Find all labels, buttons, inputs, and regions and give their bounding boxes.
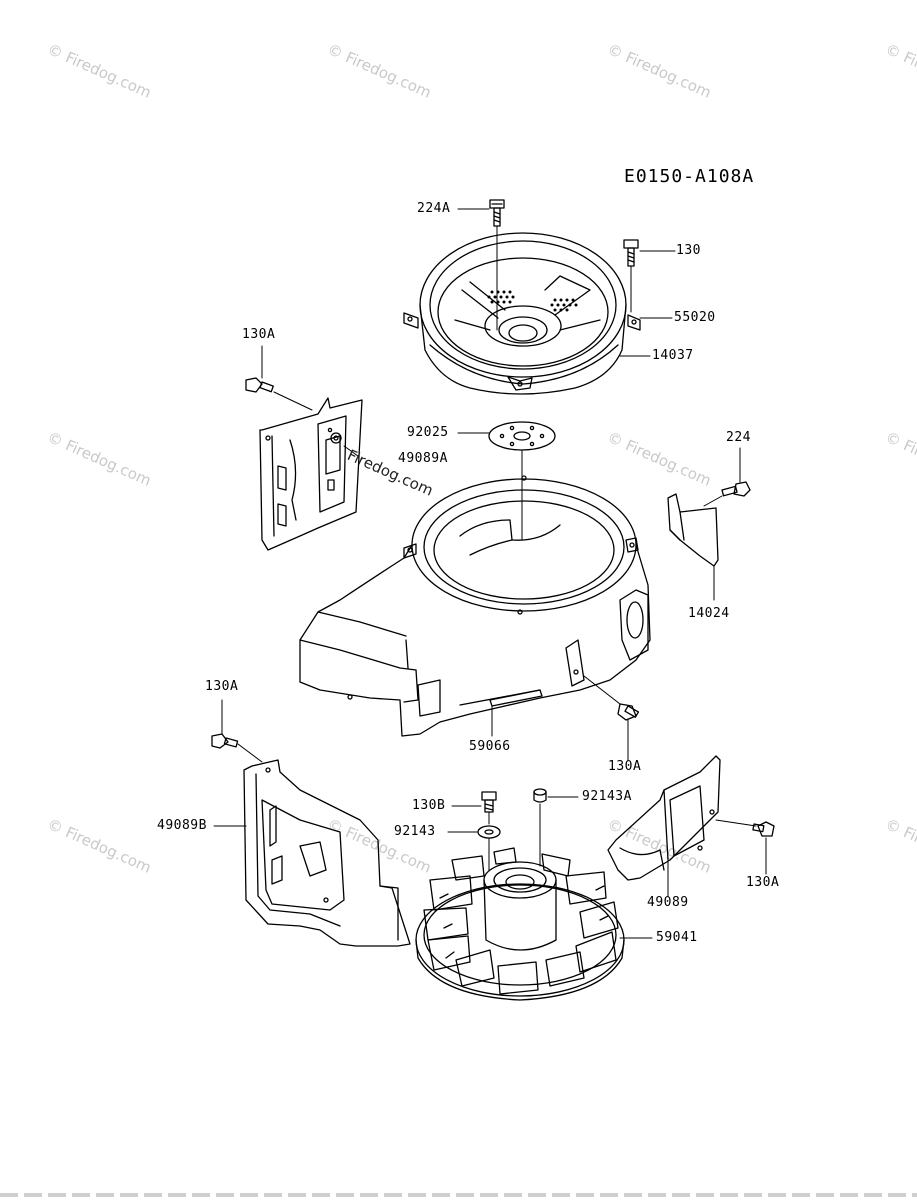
part-label-92143A: 92143A [582, 789, 632, 804]
part-label-92025: 92025 [407, 425, 449, 440]
diagram-code: E0150-A108A [624, 166, 755, 187]
part-92143-washer [477, 825, 501, 839]
part-92143A-nut [533, 788, 547, 803]
part-label-14024: 14024 [688, 606, 730, 621]
part-130-bolt [623, 239, 639, 267]
part-label-55020: 55020 [674, 310, 716, 325]
part-49089-bracket [607, 755, 721, 881]
part-label-130A: 130A [205, 679, 239, 694]
part-49089B-bracket [243, 759, 411, 947]
part-label-49089A: 49089A [398, 451, 448, 466]
part-label-130A: 130A [746, 875, 780, 890]
part-label-59041: 59041 [656, 930, 698, 945]
part-130B-bolt [481, 791, 497, 813]
part-label-224: 224 [726, 430, 751, 445]
part-label-130A: 130A [608, 759, 642, 774]
part-label-130B: 130B [412, 798, 446, 813]
part-59066-shroud [299, 475, 651, 737]
part-label-130A: 130A [242, 327, 276, 342]
part-label-224A: 224A [417, 201, 451, 216]
part-130A-bolt [752, 821, 775, 837]
part-224A-bolt [489, 199, 505, 227]
part-label-59066: 59066 [469, 739, 511, 754]
part-14037-housing-cover [403, 232, 641, 395]
page-edge-strip [0, 1193, 917, 1197]
part-224-bolt [721, 481, 751, 497]
part-label-49089: 49089 [647, 895, 689, 910]
part-label-49089B: 49089B [157, 818, 207, 833]
part-49089A-bracket [259, 397, 363, 551]
part-130A-bolt [245, 377, 274, 393]
part-label-14037: 14037 [652, 348, 694, 363]
part-label-130: 130 [676, 243, 701, 258]
part-14024-baffle [667, 493, 719, 567]
part-130A-bolt [211, 733, 239, 749]
part-92025-plate [488, 421, 556, 451]
part-59041-flywheel [415, 847, 625, 1001]
part-label-92143: 92143 [394, 824, 436, 839]
part-130A-bolt [617, 703, 640, 721]
